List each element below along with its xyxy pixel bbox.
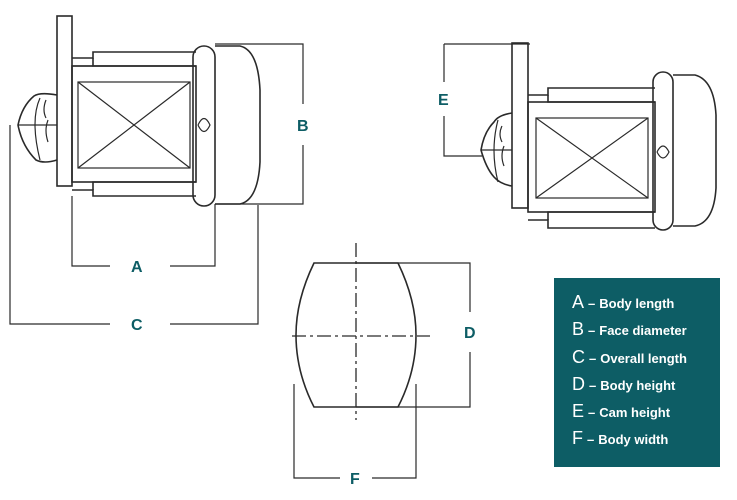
legend-item-c: C – Overall length [572, 347, 720, 374]
legend-separator: – [589, 350, 597, 366]
legend-description: Cam height [599, 405, 671, 421]
legend-separator: – [589, 377, 597, 393]
legend-item-b: B – Face diameter [572, 319, 720, 346]
legend-item-f: F – Body width [572, 428, 720, 455]
legend-separator: – [588, 296, 596, 311]
legend-letter: A [572, 292, 585, 312]
legend-item-a: A – Body length [572, 292, 720, 319]
legend-description: Body height [600, 377, 676, 393]
legend-box: A – Body length B – Face diameter C – Ov… [554, 278, 720, 467]
legend-separator: – [588, 405, 596, 421]
legend-description: Body length [599, 296, 675, 311]
legend-letter: F [572, 428, 583, 449]
legend-description: Overall length [600, 350, 687, 366]
dim-label-f: F [350, 471, 360, 488]
legend-item-e: E – Cam height [572, 401, 720, 428]
legend-letter: C [572, 346, 585, 367]
legend-description: Face diameter [599, 323, 687, 339]
dim-label-a: A [131, 259, 143, 276]
legend-letter: E [572, 401, 585, 422]
dim-label-c: C [131, 317, 143, 334]
side-view-right: E [438, 42, 717, 231]
legend-description: Body width [598, 432, 669, 448]
legend-separator: – [588, 323, 596, 339]
dim-label-b: B [297, 118, 309, 135]
legend-item-d: D – Body height [572, 374, 720, 401]
dim-label-d: D [464, 325, 476, 342]
legend-letter: D [572, 373, 585, 394]
side-view-left: B A C [9, 15, 309, 334]
front-view: D F [292, 243, 476, 488]
legend-letter: B [572, 319, 585, 340]
legend-separator: – [587, 432, 595, 448]
dim-label-e: E [438, 92, 449, 109]
